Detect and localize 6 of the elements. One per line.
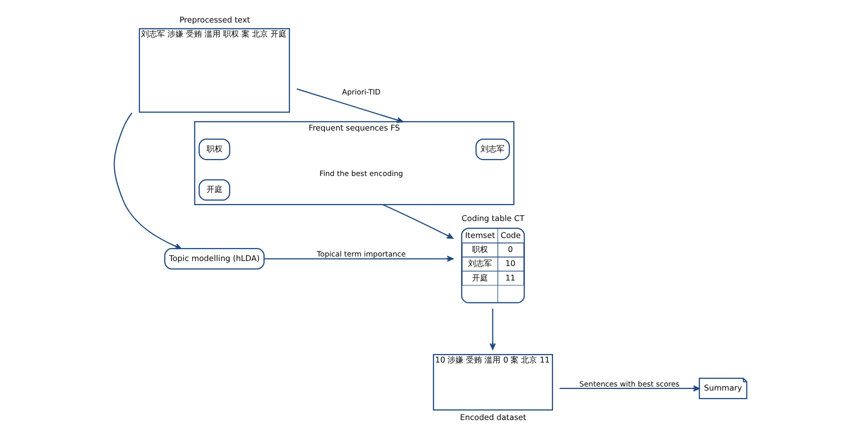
arrow <box>264 256 453 262</box>
arrow <box>113 112 181 250</box>
arrow <box>559 385 700 392</box>
arrow <box>382 204 453 239</box>
arrow <box>296 88 403 124</box>
arrow <box>489 308 496 350</box>
